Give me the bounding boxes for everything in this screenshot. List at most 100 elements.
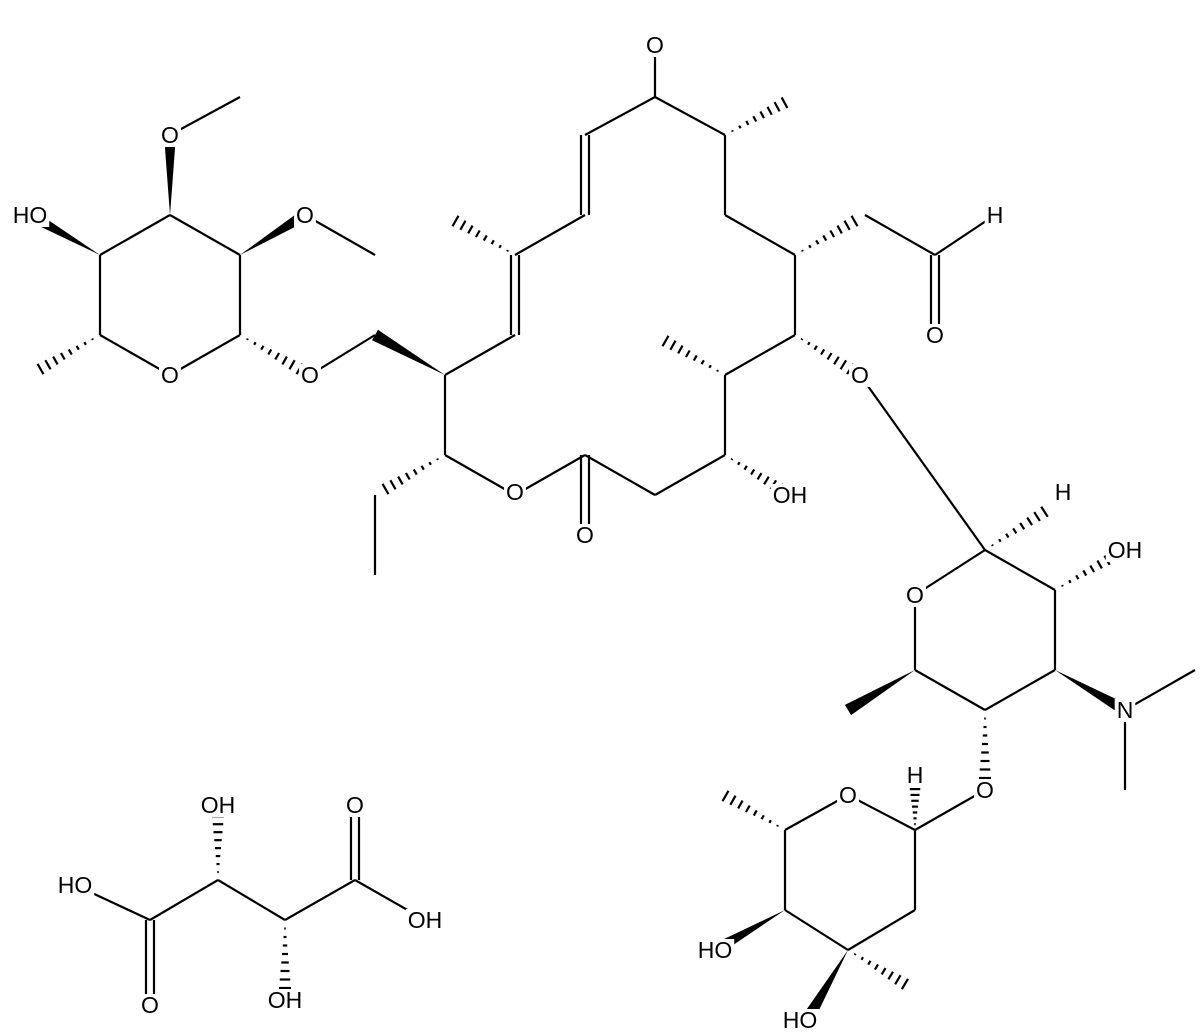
single-bond bbox=[724, 214, 796, 256]
hashed-bond bbox=[288, 359, 296, 370]
atom-label-text: O bbox=[576, 522, 594, 548]
hashed-bond bbox=[482, 234, 488, 242]
hashed-bond bbox=[737, 461, 741, 466]
atom-label-background bbox=[55, 874, 95, 897]
atom-label-background bbox=[770, 484, 810, 507]
atom-label: HO bbox=[10, 202, 50, 228]
hashed-bond bbox=[815, 239, 820, 245]
atom-label-background bbox=[198, 794, 238, 817]
hashed-bond bbox=[246, 338, 249, 341]
hashed-bond bbox=[59, 352, 66, 361]
atom-label-text: H bbox=[1055, 479, 1072, 505]
single-bond bbox=[984, 549, 1056, 591]
atom-label: H bbox=[1052, 479, 1074, 505]
hashed-bond bbox=[1026, 516, 1033, 526]
single-bond bbox=[514, 454, 586, 496]
hashed-bond bbox=[744, 804, 751, 813]
atom-label: O bbox=[299, 362, 321, 388]
wedge-bond bbox=[1055, 670, 1128, 716]
hashed-bond bbox=[756, 472, 763, 481]
atom-label: N bbox=[1114, 697, 1136, 723]
atom-label-background bbox=[1052, 481, 1074, 504]
single-bond bbox=[444, 334, 516, 376]
atom-label-text: HO bbox=[783, 1007, 818, 1033]
hashed-bond bbox=[267, 348, 273, 356]
hashed-bond bbox=[467, 225, 474, 234]
atom-label-background bbox=[984, 204, 1006, 227]
hashed-bond bbox=[669, 340, 677, 351]
hashed-bond bbox=[998, 538, 1002, 543]
hashed-bond bbox=[900, 978, 909, 990]
hashed-bond bbox=[801, 249, 804, 252]
hashed-bond bbox=[1089, 564, 1096, 573]
atom-label: O bbox=[904, 582, 926, 608]
atom-label-background bbox=[344, 794, 366, 817]
hashed-bond bbox=[873, 963, 879, 971]
hashed-bond bbox=[763, 476, 770, 485]
hashed-bond bbox=[428, 461, 432, 466]
atom-label-background bbox=[574, 524, 596, 547]
hashed-bond bbox=[776, 824, 779, 827]
atom-label-text: HO bbox=[698, 937, 733, 963]
hashed-bond bbox=[397, 476, 404, 485]
single-bond bbox=[444, 454, 516, 496]
atom-label-background bbox=[695, 939, 735, 962]
single-bond bbox=[847, 909, 916, 951]
atom-label: O bbox=[924, 322, 946, 348]
atom-label-text: OH bbox=[1108, 537, 1143, 563]
atom-label-background bbox=[904, 584, 926, 607]
bond-layer bbox=[27, 45, 1196, 1019]
atom-label-background bbox=[294, 204, 316, 227]
atom-label-background bbox=[849, 364, 871, 387]
atom-label-text: N bbox=[1117, 697, 1134, 723]
hashed-bond bbox=[752, 809, 758, 817]
hashed-bond bbox=[677, 345, 684, 354]
hashed-bond bbox=[887, 971, 894, 980]
hashed-bond bbox=[1068, 579, 1072, 584]
single-bond bbox=[724, 334, 796, 376]
atom-label: H bbox=[904, 762, 926, 788]
hashed-bond bbox=[91, 338, 94, 341]
atom-label-text: O bbox=[839, 782, 857, 808]
hashed-bond bbox=[459, 220, 467, 231]
hashed-bond bbox=[822, 234, 828, 242]
atom-label-text: O bbox=[161, 362, 179, 388]
atom-label: O bbox=[644, 32, 666, 58]
atom-label: O bbox=[974, 777, 996, 803]
hashed-bond bbox=[716, 369, 719, 372]
atom-label-text: O bbox=[646, 32, 664, 58]
atom-label-background bbox=[837, 784, 859, 807]
hashed-bond bbox=[708, 364, 712, 369]
atom-label: OH bbox=[265, 987, 305, 1013]
atom-label: HO bbox=[695, 937, 735, 963]
hashed-bond bbox=[404, 472, 411, 481]
hashed-bond bbox=[1033, 511, 1041, 522]
atom-label: O bbox=[504, 479, 526, 505]
hashed-bond bbox=[420, 465, 425, 471]
atom-label: OH bbox=[1105, 537, 1145, 563]
hashed-bond bbox=[1096, 560, 1103, 569]
hashed-bond bbox=[1075, 574, 1080, 580]
hashed-bond bbox=[684, 349, 691, 358]
hashed-bond bbox=[506, 249, 509, 252]
single-bond bbox=[584, 454, 656, 496]
atom-label-text: O bbox=[976, 777, 994, 803]
single-bond bbox=[1124, 669, 1196, 711]
hashed-bond bbox=[743, 465, 748, 471]
hashed-bond bbox=[826, 352, 833, 361]
wedge-bond bbox=[164, 135, 176, 215]
atom-label: O bbox=[574, 522, 596, 548]
single-bond bbox=[284, 879, 356, 921]
atom-label-background bbox=[780, 1009, 820, 1032]
hashed-bond bbox=[731, 129, 734, 133]
atom-label-background bbox=[10, 204, 50, 227]
hashed-bond bbox=[661, 335, 670, 347]
single-bond bbox=[859, 374, 986, 551]
wedge-bond bbox=[844, 670, 915, 716]
hashed-bond bbox=[389, 479, 397, 490]
single-bond bbox=[304, 214, 376, 256]
atom-label-text: O bbox=[141, 992, 159, 1018]
hashed-bond bbox=[274, 352, 281, 361]
